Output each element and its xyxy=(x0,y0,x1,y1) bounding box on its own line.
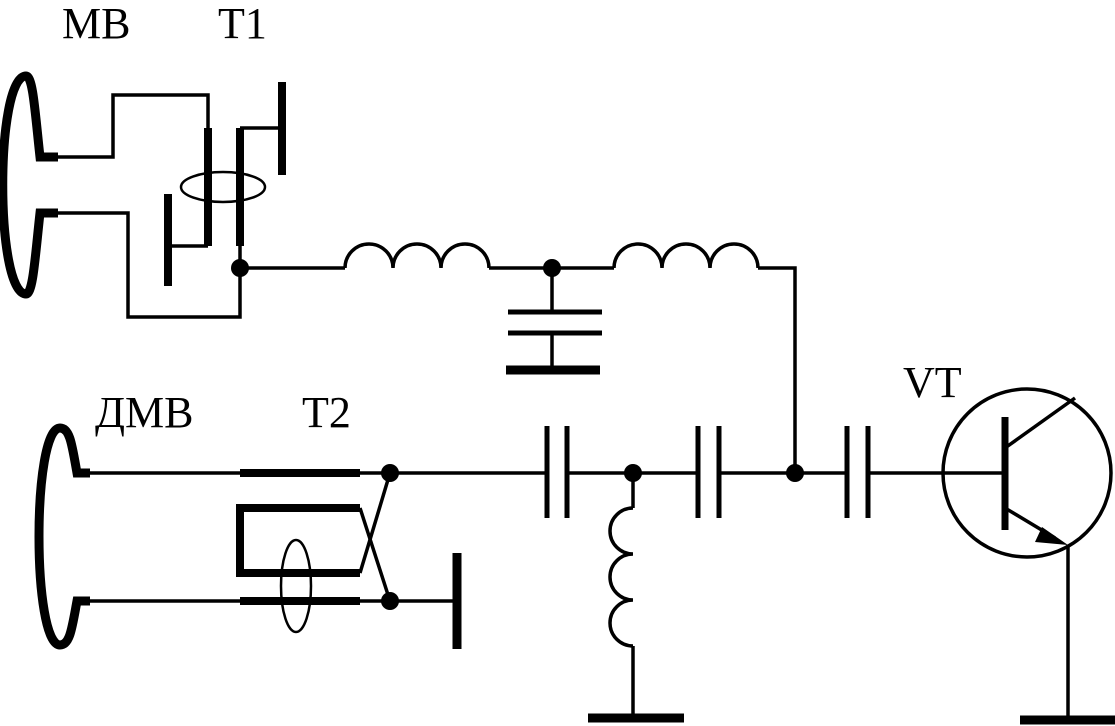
bottom-filter xyxy=(390,426,1004,723)
junction-c1 xyxy=(543,259,561,277)
inductor-l2 xyxy=(612,242,760,269)
junction-l3 xyxy=(624,464,642,482)
label-t2: T2 xyxy=(302,388,351,437)
emitter-arrow xyxy=(1035,527,1068,545)
dmv-antenna xyxy=(34,423,240,650)
junction-t2-bottom xyxy=(381,592,399,610)
top-filter xyxy=(240,242,797,473)
inductor-l3 xyxy=(608,506,634,648)
label-vt: VT xyxy=(903,358,962,407)
t2-transformer xyxy=(236,469,462,649)
t1-transformer xyxy=(164,82,286,286)
junction-merge xyxy=(786,464,804,482)
junction-t1 xyxy=(231,259,249,277)
junction-t2-top xyxy=(381,464,399,482)
mv-antenna xyxy=(0,71,242,319)
inductor-l1 xyxy=(343,242,491,269)
label-mv: МВ xyxy=(62,0,130,48)
label-t1: T1 xyxy=(218,0,267,48)
label-dmv: ДМВ xyxy=(95,388,193,437)
transistor-vt xyxy=(941,387,1115,725)
